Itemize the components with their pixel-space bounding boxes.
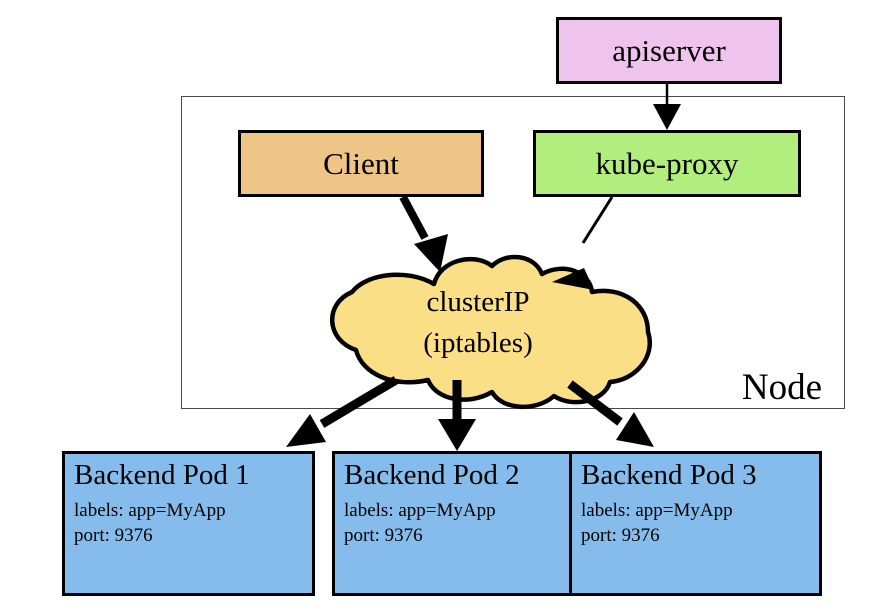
cloud-shape-svg — [330, 254, 652, 410]
backend-pod-1-title: Backend Pod 1 — [74, 459, 250, 491]
edge-apiserver-to-kube-proxy — [653, 84, 681, 130]
backend-pod-2-labels: labels: app=MyApp — [344, 500, 496, 522]
backend-pod-2-title: Backend Pod 2 — [344, 459, 520, 491]
backend-pod-3-title: Backend Pod 3 — [581, 459, 757, 491]
node-label: Node — [741, 367, 822, 408]
edge-clusterip-to-pod-1 — [286, 376, 399, 447]
backend-pod-1-labels: labels: app=MyApp — [74, 500, 226, 522]
apiserver-box[interactable]: apiserver — [556, 17, 782, 84]
backend-pod-1-box[interactable]: Backend Pod 1 labels: app=MyApp port: 93… — [62, 451, 315, 596]
edge-kube-proxy-to-clusterip — [552, 196, 614, 290]
backend-pod-3-box[interactable]: Backend Pod 3 labels: app=MyApp port: 93… — [569, 451, 822, 596]
backend-pod-3-labels: labels: app=MyApp — [581, 500, 733, 522]
edge-client-to-clusterip — [399, 195, 448, 272]
node-container: Node — [181, 96, 845, 409]
edge-clusterip-to-pod-3 — [567, 380, 654, 447]
edge-clusterip-to-pod-2 — [438, 380, 476, 451]
kube-proxy-box[interactable]: kube-proxy — [533, 130, 801, 197]
client-label: Client — [323, 145, 399, 181]
kube-proxy-label: kube-proxy — [595, 145, 739, 181]
backend-pod-2-box[interactable]: Backend Pod 2 labels: app=MyApp port: 93… — [332, 451, 585, 596]
client-box[interactable]: Client — [238, 130, 484, 197]
backend-pod-1-port: port: 9376 — [74, 525, 153, 547]
backend-pod-3-port: port: 9376 — [581, 525, 660, 547]
backend-pod-2-port: port: 9376 — [344, 525, 423, 547]
apiserver-label: apiserver — [612, 32, 726, 68]
